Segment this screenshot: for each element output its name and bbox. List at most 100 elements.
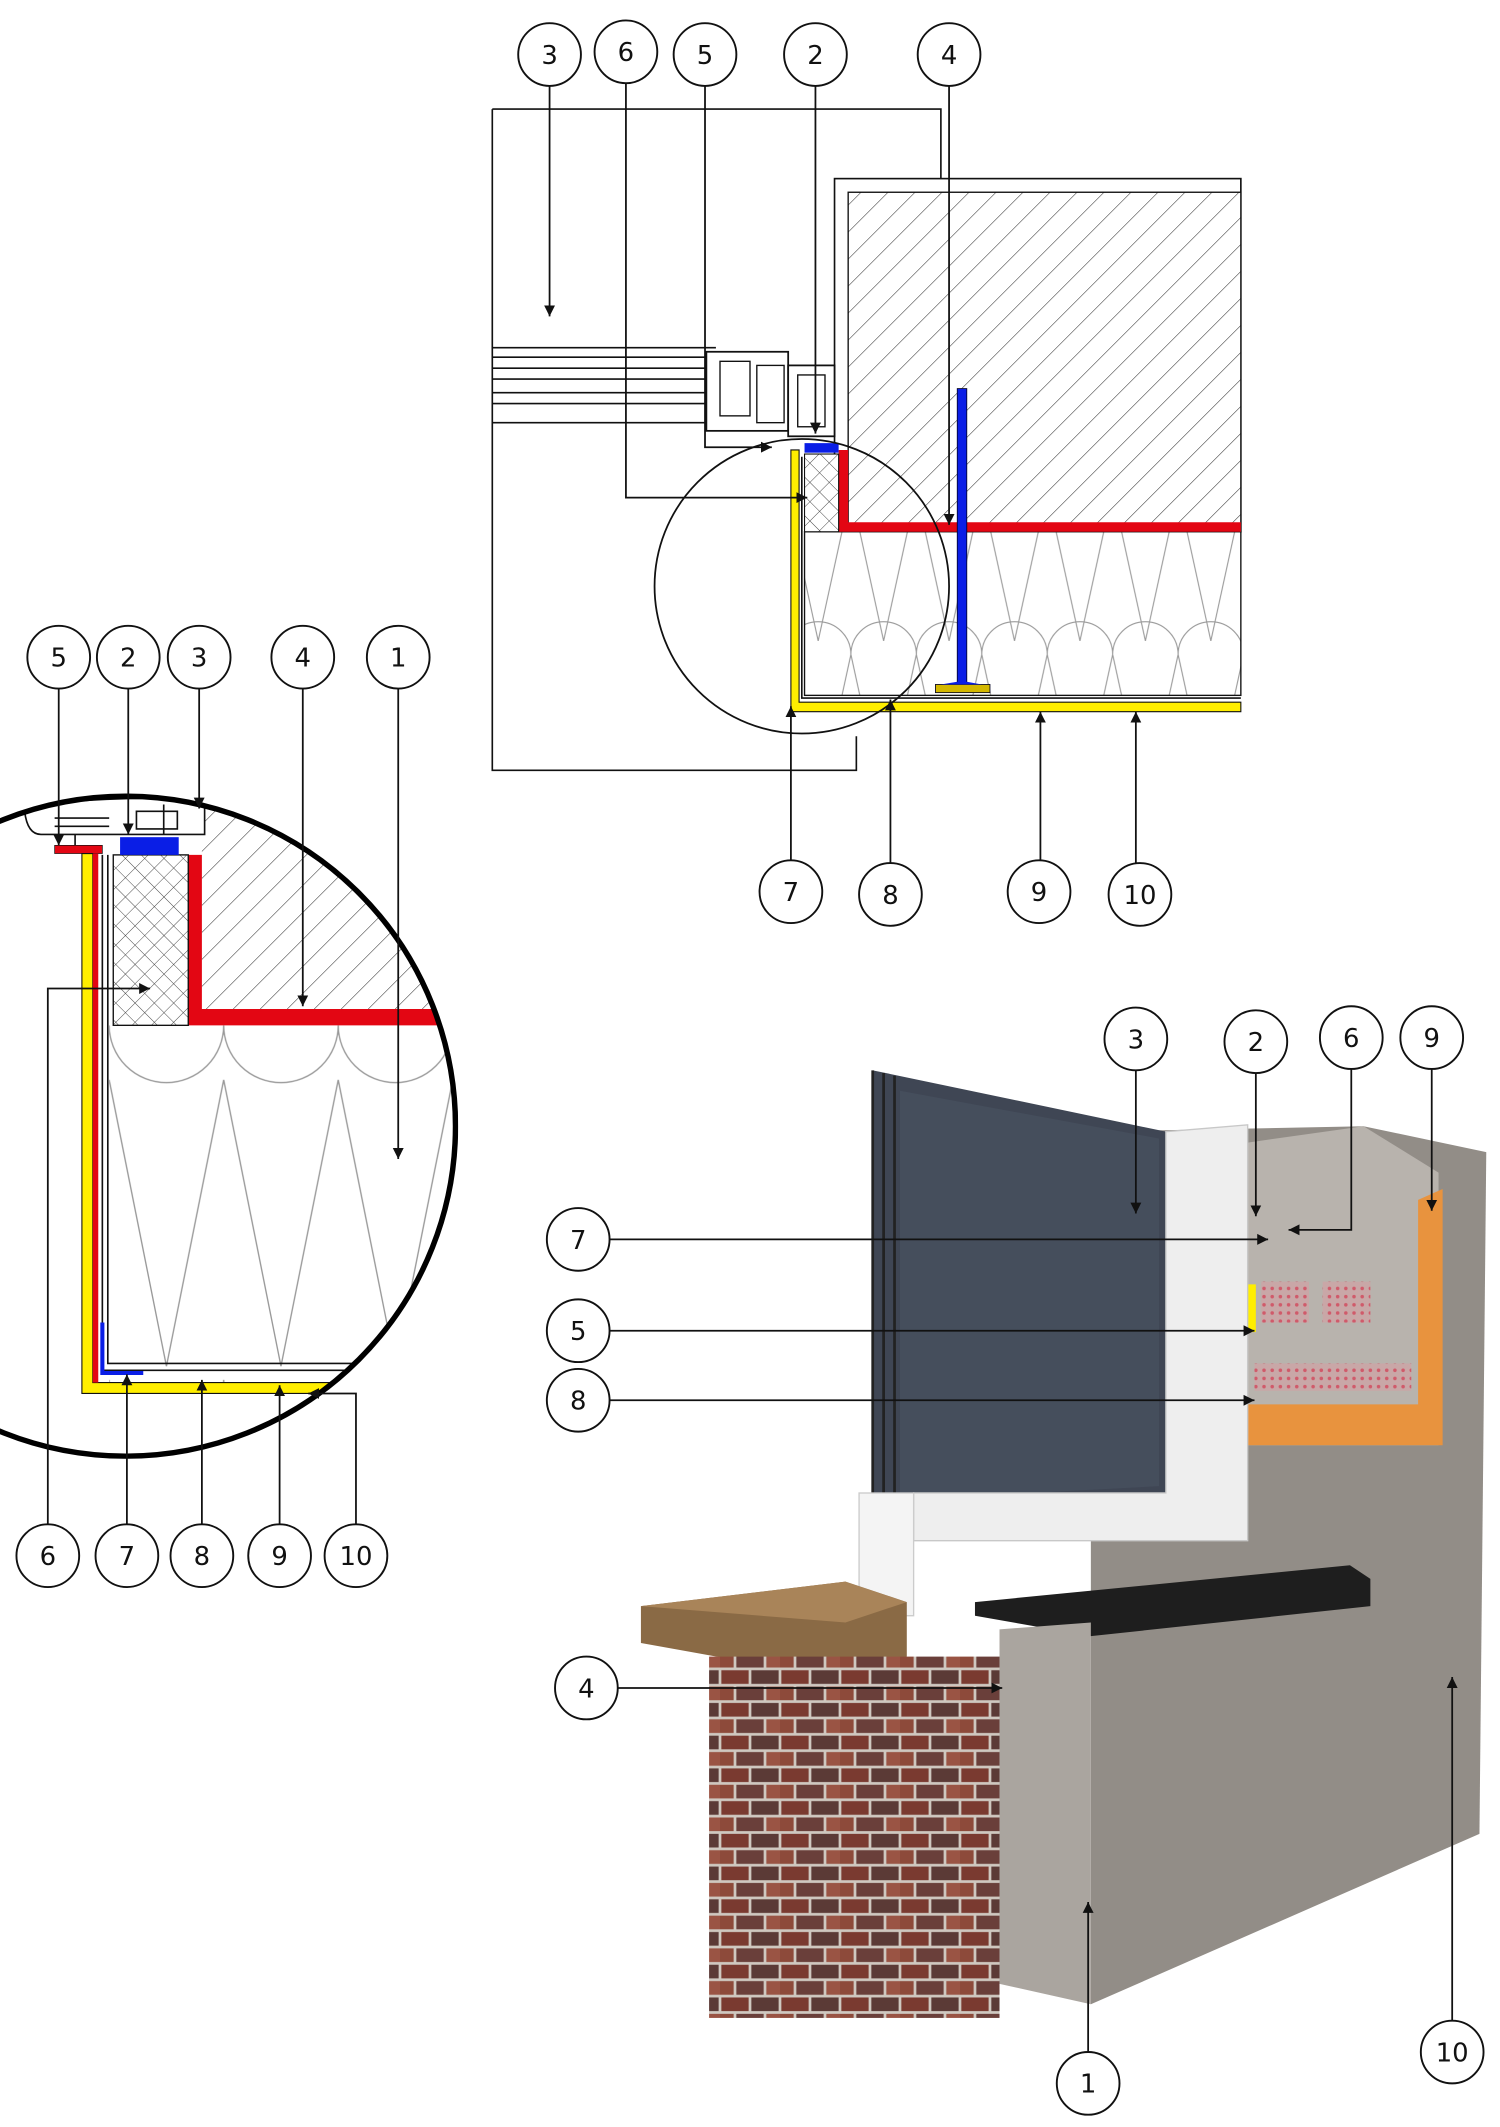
callout-number: 1 — [1080, 2070, 1096, 2100]
callout-number: 7 — [783, 878, 799, 908]
callout-detail-drawing: 3 — [166, 624, 232, 690]
detail-compression-tape — [112, 854, 189, 1027]
callout-number: 10 — [1123, 881, 1156, 911]
callout-render-3d: 1 — [1055, 2051, 1121, 2116]
insulation-orange — [1247, 1188, 1443, 1446]
callout-circle — [26, 624, 92, 690]
callout-number: 7 — [119, 1542, 135, 1572]
callout-circle — [323, 1523, 389, 1589]
callout-circle — [858, 862, 923, 927]
callout-render-3d: 4 — [554, 1655, 619, 1721]
callout-number: 9 — [1423, 1024, 1439, 1054]
callout-circle — [545, 1367, 611, 1433]
callout-circle — [1419, 2019, 1485, 2085]
callout-render-3d: 7 — [545, 1207, 611, 1272]
callout-circle — [593, 19, 659, 85]
callout-number: 5 — [697, 41, 713, 71]
callout-section-drawing: 9 — [1006, 859, 1072, 925]
callout-number: 10 — [1436, 2038, 1469, 2068]
detail-drawing — [0, 688, 518, 1525]
callout-number: 9 — [1031, 878, 1047, 908]
callout-number: 4 — [295, 644, 311, 674]
glazing-section — [492, 346, 836, 438]
callout-detail-drawing: 2 — [95, 624, 161, 690]
callout-number: 4 — [941, 41, 957, 71]
callout-number: 7 — [570, 1226, 586, 1256]
callout-circle — [758, 859, 824, 925]
callout-number: 2 — [120, 644, 136, 674]
callout-circle — [365, 624, 431, 690]
callout-circle — [1107, 862, 1173, 927]
callout-circle — [783, 22, 848, 87]
callout-detail-drawing: 6 — [15, 1523, 81, 1589]
callout-circle — [517, 22, 582, 87]
callout-circle — [1399, 1005, 1465, 1070]
callout-detail-drawing: 1 — [365, 624, 431, 690]
callout-circle — [169, 1523, 235, 1589]
callout-render-3d: 8 — [545, 1367, 611, 1433]
callout-detail-drawing: 7 — [94, 1523, 160, 1589]
callout-render-3d: 10 — [1419, 2019, 1485, 2085]
callout-detail-drawing: 10 — [323, 1523, 389, 1589]
callout-circle — [545, 1298, 611, 1364]
callout-number: 2 — [1248, 1028, 1264, 1058]
callout-number: 3 — [541, 41, 557, 71]
callout-number: 1 — [390, 644, 406, 674]
callout-circle — [247, 1523, 312, 1589]
callout-section-drawing: 3 — [517, 22, 582, 87]
callout-detail-drawing: 4 — [270, 624, 336, 690]
callout-circle — [916, 22, 982, 87]
facade-front — [999, 1622, 1091, 2005]
callout-section-drawing: 2 — [783, 22, 848, 87]
callout-circle — [270, 624, 336, 690]
callout-circle — [166, 624, 232, 690]
callout-number: 3 — [1128, 1025, 1144, 1055]
callout-circle — [1318, 1005, 1384, 1070]
callout-section-drawing: 5 — [672, 22, 738, 87]
callout-number: 6 — [40, 1542, 56, 1572]
callout-number: 9 — [271, 1542, 287, 1572]
render-3d — [609, 1068, 1487, 2053]
callout-number: 6 — [618, 38, 634, 68]
callout-number: 2 — [807, 41, 823, 71]
callout-number: 10 — [339, 1542, 372, 1572]
callout-number: 6 — [1343, 1024, 1359, 1054]
compression-tape-section — [803, 453, 840, 533]
callout-section-drawing: 8 — [858, 862, 923, 927]
callout-circle — [672, 22, 738, 87]
callout-circle — [1103, 1006, 1169, 1072]
callout-circle — [545, 1207, 611, 1272]
callout-circle — [94, 1523, 160, 1589]
callout-number: 8 — [882, 881, 898, 911]
callout-detail-drawing: 9 — [247, 1523, 312, 1589]
callout-circle — [15, 1523, 81, 1589]
callout-circle — [95, 624, 161, 690]
callout-detail-drawing: 8 — [169, 1523, 235, 1589]
sealing-tape-blue — [804, 443, 839, 453]
vapor-barrier-red — [838, 449, 1241, 532]
callout-render-3d: 5 — [545, 1298, 611, 1364]
callout-section-drawing: 7 — [758, 859, 824, 925]
detail-sealing-tape — [120, 837, 179, 855]
callout-render-3d: 2 — [1223, 1009, 1289, 1074]
callout-section-drawing: 6 — [593, 19, 659, 85]
callout-number: 5 — [570, 1317, 586, 1347]
callout-render-3d: 6 — [1318, 1005, 1384, 1070]
brick-pillar — [709, 1656, 1000, 2018]
callout-circle — [554, 1655, 619, 1721]
detail-circle-marker — [653, 438, 950, 735]
window-sill-metal — [974, 1565, 1371, 1637]
callout-circle — [1223, 1009, 1289, 1074]
callout-render-3d: 9 — [1399, 1005, 1465, 1070]
mesh-patch — [1261, 1281, 1310, 1323]
callout-number: 8 — [194, 1542, 210, 1572]
callout-section-drawing: 10 — [1107, 862, 1173, 927]
callout-section-drawing: 4 — [916, 22, 982, 87]
insulation-section — [803, 531, 1242, 697]
callout-number: 5 — [50, 644, 66, 674]
callout-circle — [1055, 2051, 1121, 2116]
masonry-wall — [847, 191, 1242, 525]
callout-number: 3 — [191, 644, 207, 674]
callout-detail-drawing: 5 — [26, 624, 92, 690]
section-drawing — [491, 83, 1242, 864]
